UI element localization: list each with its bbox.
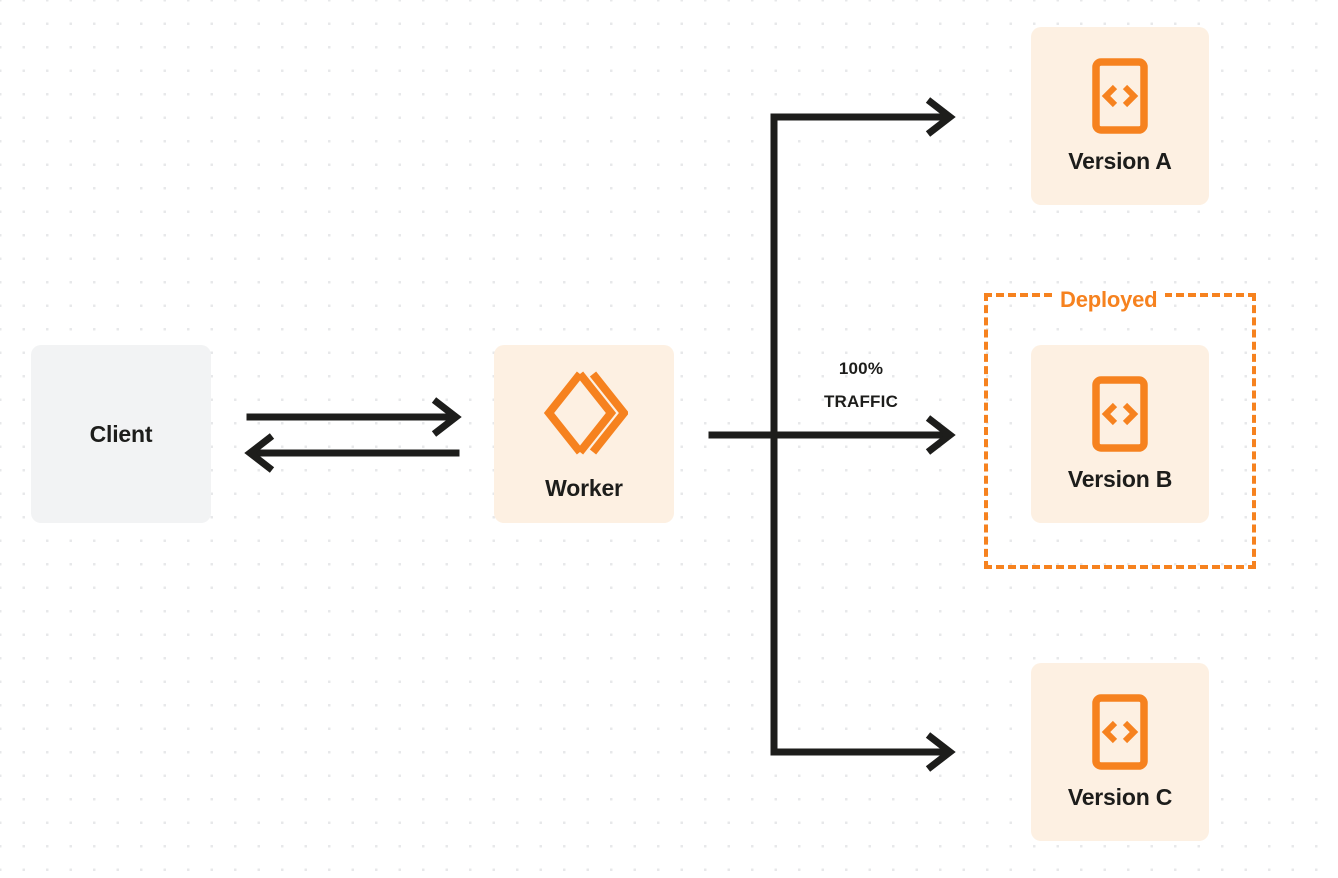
code-icon bbox=[1092, 57, 1148, 134]
node-version-b[interactable]: Version B bbox=[1031, 345, 1209, 523]
node-worker-label: Worker bbox=[545, 474, 623, 501]
arrow-worker-to-version-a bbox=[770, 97, 956, 137]
traffic-label: 100% TRAFFIC bbox=[787, 352, 935, 418]
arrow-worker-to-version-b bbox=[708, 415, 956, 455]
code-icon bbox=[1092, 693, 1148, 770]
node-client[interactable]: Client bbox=[31, 345, 211, 523]
node-version-a[interactable]: Version A bbox=[1031, 27, 1209, 205]
code-icon bbox=[1092, 375, 1148, 452]
node-version-c-label: Version C bbox=[1067, 783, 1173, 810]
traffic-word: TRAFFIC bbox=[823, 392, 899, 411]
node-version-a-label: Version A bbox=[1068, 147, 1172, 174]
arrow-worker-to-version-c bbox=[770, 732, 956, 772]
node-client-label: Client bbox=[89, 420, 153, 447]
traffic-percent: 100% bbox=[838, 359, 884, 378]
arrow-worker-to-client bbox=[244, 433, 460, 473]
arrow-client-to-worker bbox=[246, 397, 462, 437]
node-worker[interactable]: Worker bbox=[494, 345, 674, 523]
cloudflare-workers-logo-icon bbox=[543, 371, 628, 454]
node-version-c[interactable]: Version C bbox=[1031, 663, 1209, 841]
node-version-b-label: Version B bbox=[1067, 465, 1173, 492]
deployed-group-label: Deployed bbox=[1052, 286, 1166, 314]
